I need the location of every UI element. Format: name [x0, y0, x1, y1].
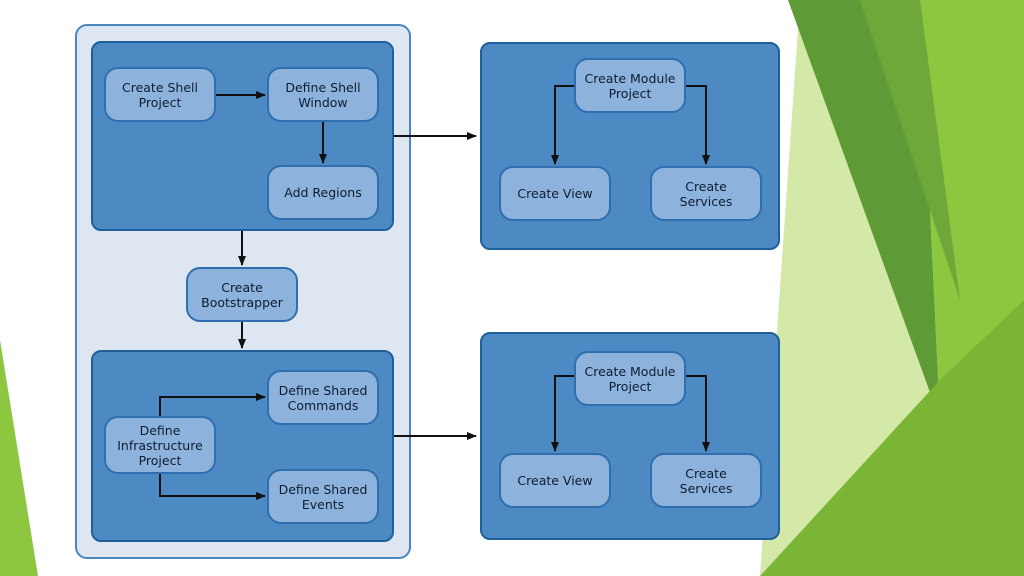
module-1-create-services-node: Create Services — [650, 166, 762, 221]
define-shared-events-node: Define Shared Events — [267, 469, 379, 524]
green-shape-bottom — [760, 300, 1024, 576]
module-2-create-module-project-node: Create Module Project — [574, 351, 686, 406]
create-bootstrapper-node: Create Bootstrapper — [186, 267, 298, 322]
module-1-create-view-node: Create View — [499, 166, 611, 221]
module-2-create-services-node: Create Services — [650, 453, 762, 508]
green-shape-left — [0, 340, 38, 576]
module-2-create-view-node: Create View — [499, 453, 611, 508]
module-1-create-module-project-node: Create Module Project — [574, 58, 686, 113]
define-shared-commands-node: Define Shared Commands — [267, 370, 379, 425]
add-regions-node: Add Regions — [267, 165, 379, 220]
define-infrastructure-project-node: Define Infrastructure Project — [104, 416, 216, 474]
define-shell-window-node: Define Shell Window — [267, 67, 379, 122]
green-shape-accent — [860, 0, 960, 300]
create-shell-project-node: Create Shell Project — [104, 67, 216, 122]
